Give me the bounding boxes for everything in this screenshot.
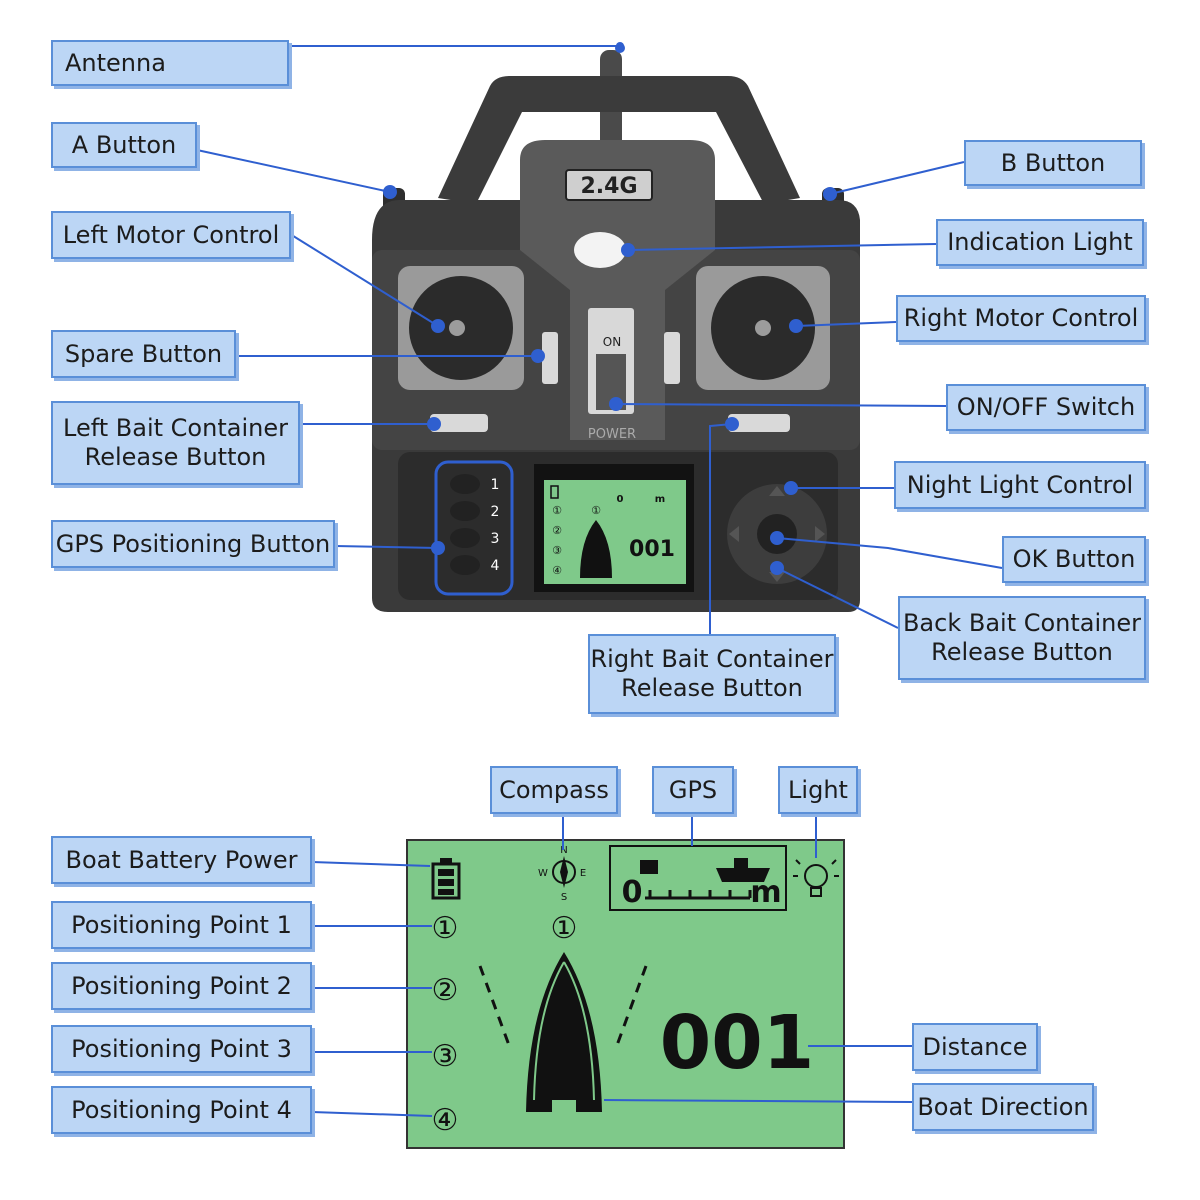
small-lcd-point: ④ (552, 564, 562, 577)
compass-e: E (580, 868, 586, 879)
small-lcd-active-point: ① (591, 504, 601, 517)
boat-direction-icon (526, 952, 602, 1112)
power-label: POWER (588, 427, 636, 442)
compass-s: S (561, 892, 567, 903)
callout-on-off-switch: ON/OFF Switch (946, 384, 1146, 431)
back-bait-release-button[interactable] (769, 572, 785, 582)
small-lcd-boat (580, 520, 612, 578)
callout-distance: Distance (912, 1023, 1038, 1071)
gps-button-3[interactable] (450, 528, 480, 548)
spare-button[interactable] (542, 332, 558, 384)
small-lcd-point: ③ (552, 544, 562, 557)
gps-button-group (434, 460, 514, 596)
callout-battery: Boat Battery Power (51, 836, 312, 884)
band-label-plate (565, 169, 653, 201)
carry-handle (438, 76, 800, 204)
leader-lines (196, 45, 1003, 1117)
gps-button-label: 2 (491, 504, 500, 520)
callout-night-light: Night Light Control (894, 461, 1146, 509)
gps-indicator: 0 m (609, 845, 787, 911)
small-lcd-point: ② (552, 524, 562, 537)
remote-controller: 2.4G ON POWER 1 2 3 4 ① ② ③ ④ ① 001 0 m (372, 43, 860, 612)
left-guide-line (478, 965, 512, 1049)
small-lcd-battery (550, 485, 559, 499)
small-lcd-screen (544, 480, 686, 584)
callout-point-2: Positioning Point 2 (51, 962, 312, 1010)
callout-gps-positioning: GPS Positioning Button (51, 520, 335, 568)
leader-dots (383, 42, 837, 575)
callout-left-bait: Left Bait Container Release Button (51, 401, 300, 485)
callout-point-3: Positioning Point 3 (51, 1025, 312, 1073)
callout-a-button: A Button (51, 122, 197, 168)
gps-button-label: 3 (491, 531, 500, 547)
gps-scale-ticks (645, 890, 752, 900)
callout-left-motor: Left Motor Control (51, 211, 291, 259)
boat-icon (716, 868, 770, 882)
center-panel (520, 140, 715, 440)
gps-button-label: 1 (491, 477, 500, 493)
callout-boat-direction: Boat Direction (912, 1083, 1094, 1131)
lcd-screen (406, 839, 845, 1149)
callout-ok-button: OK Button (1002, 536, 1146, 583)
small-lcd-point: ① (552, 504, 562, 517)
callout-light: Light (778, 766, 858, 814)
band-label: 2.4G (580, 174, 637, 199)
right-guide-line (614, 965, 648, 1049)
distance-readout: 001 (660, 1000, 814, 1086)
gps-button-2[interactable] (450, 501, 480, 521)
left-stick-knob (449, 320, 465, 336)
gps-button-4[interactable] (450, 555, 480, 575)
callout-right-motor: Right Motor Control (896, 295, 1146, 342)
point-2-symbol: ② (432, 973, 459, 1008)
callout-b-button: B Button (964, 140, 1142, 186)
small-lcd-distance: 001 (629, 537, 675, 562)
switch-label: ON (603, 335, 621, 349)
point-4-symbol: ④ (432, 1103, 459, 1138)
callout-point-4: Positioning Point 4 (51, 1086, 312, 1134)
gps-button-label: 4 (491, 558, 500, 574)
callout-compass: Compass (490, 766, 618, 814)
callout-spare-button: Spare Button (51, 330, 236, 378)
callout-right-bait: Right Bait Container Release Button (588, 634, 836, 714)
callout-gps: GPS (652, 766, 734, 814)
small-lcd-gps-unit: m (655, 494, 665, 505)
point-1-symbol: ① (432, 911, 459, 946)
right-stick-knob (755, 320, 771, 336)
gps-buttons: 1 2 3 4 (450, 474, 500, 575)
spare-button-right[interactable] (664, 332, 680, 384)
gps-scale-start: 0 (622, 875, 643, 910)
compass-icon: N S E W (538, 845, 586, 903)
compass-w: W (538, 868, 548, 879)
gps-unit: m (750, 875, 781, 910)
active-point-symbol: ① (551, 911, 578, 946)
callout-indication-light: Indication Light (936, 219, 1144, 266)
compass-n: N (560, 845, 567, 856)
small-lcd-content: ① ② ③ ④ ① 001 0 m (550, 485, 675, 578)
lcd-display-detail: N S E W 0 m ① ② ③ ④ ① (406, 839, 845, 1149)
right-bait-release-button[interactable] (728, 414, 790, 432)
callout-point-1: Positioning Point 1 (51, 901, 312, 949)
small-lcd-gps-start: 0 (617, 494, 624, 505)
callout-back-bait: Back Bait Container Release Button (898, 596, 1146, 680)
indication-light (574, 232, 626, 268)
remote-icon (640, 860, 658, 874)
callout-antenna: Antenna (51, 40, 289, 86)
left-bait-release-button[interactable] (430, 414, 488, 432)
d-pad-left[interactable] (729, 526, 739, 542)
d-pad-right[interactable] (815, 526, 825, 542)
gps-button-1[interactable] (450, 474, 480, 494)
point-3-symbol: ③ (432, 1039, 459, 1074)
battery-icon (431, 858, 461, 900)
night-light-button[interactable] (769, 486, 785, 496)
